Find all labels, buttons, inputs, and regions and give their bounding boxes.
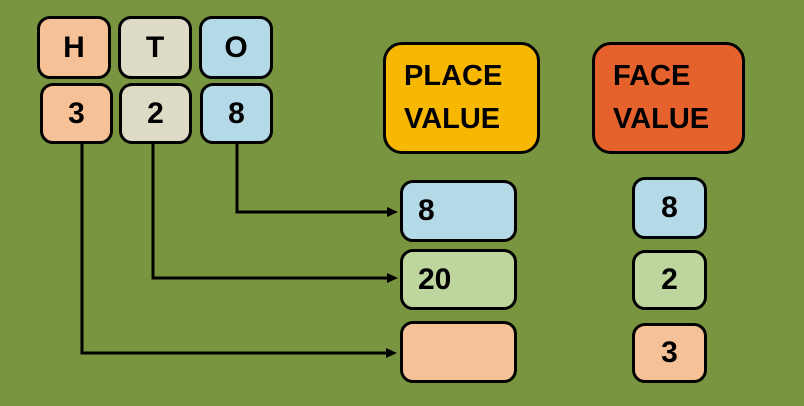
column-header-label: O bbox=[224, 30, 248, 64]
digit-ones: 8 bbox=[200, 83, 273, 144]
place-value-item-tens: 20 bbox=[400, 249, 517, 310]
face-value-title: FACE VALUE bbox=[592, 42, 745, 154]
place-value-item-label: 8 bbox=[418, 194, 435, 227]
column-header-ones: O bbox=[199, 16, 273, 79]
place-value-item-hundreds-blank bbox=[400, 321, 517, 383]
face-value-item-hundreds: 3 bbox=[632, 323, 707, 383]
place-value-item-label: 20 bbox=[418, 262, 452, 296]
face-value-item-label: 8 bbox=[661, 191, 678, 224]
face-value-item-label: 2 bbox=[661, 263, 678, 296]
digit-label: 8 bbox=[228, 96, 245, 130]
digit-tens: 2 bbox=[119, 83, 192, 144]
column-header-label: H bbox=[63, 30, 85, 64]
place-value-title-line2: VALUE bbox=[404, 103, 501, 135]
arrow-tens-to-place-value bbox=[151, 143, 398, 283]
face-value-item-tens: 2 bbox=[632, 250, 707, 310]
face-value-title-line2: VALUE bbox=[613, 103, 710, 135]
digit-label: 3 bbox=[68, 96, 85, 130]
place-value-title-line1: PLACE bbox=[404, 59, 503, 92]
column-header-label: T bbox=[145, 30, 165, 64]
face-value-item-ones: 8 bbox=[632, 177, 707, 239]
arrow-ones-to-place-value bbox=[235, 143, 398, 217]
place-value-title: PLACE VALUE bbox=[383, 42, 540, 154]
column-header-tens: T bbox=[118, 16, 192, 79]
digit-hundreds: 3 bbox=[40, 83, 113, 144]
face-value-item-label: 3 bbox=[661, 336, 678, 369]
place-value-item-ones: 8 bbox=[400, 180, 517, 242]
digit-label: 2 bbox=[147, 96, 164, 130]
column-header-hundreds: H bbox=[37, 16, 111, 79]
arrow-hundreds-to-place-value bbox=[80, 143, 397, 358]
face-value-title-line1: FACE bbox=[613, 59, 691, 92]
